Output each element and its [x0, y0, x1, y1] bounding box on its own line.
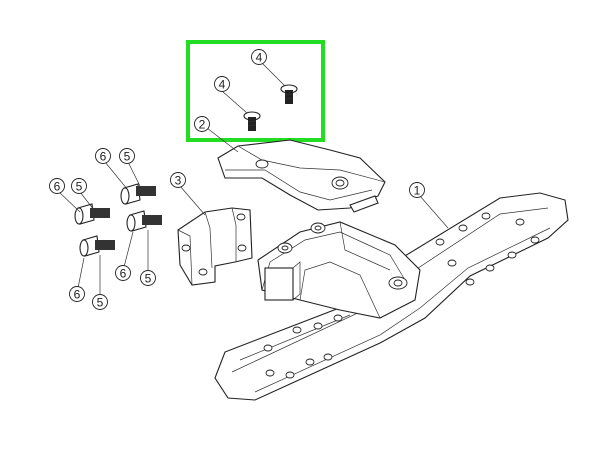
svg-text:6: 6 — [100, 150, 107, 164]
callout-6b: 6 — [49, 178, 65, 194]
callout-5a: 5 — [119, 148, 135, 164]
highlight-box — [186, 40, 325, 142]
part-3-bracket — [177, 207, 253, 286]
callout-4b: 4 — [251, 49, 267, 65]
svg-text:5: 5 — [124, 150, 131, 164]
part-2-cover — [217, 139, 386, 213]
svg-text:5: 5 — [145, 272, 152, 286]
svg-text:5: 5 — [97, 296, 104, 310]
callout-5c: 5 — [140, 270, 156, 286]
part-4-screw-a — [243, 111, 261, 131]
part-5-6-bolt-b — [74, 203, 110, 225]
callout-5d: 5 — [92, 294, 108, 310]
svg-text:4: 4 — [256, 51, 263, 65]
svg-text:5: 5 — [76, 180, 83, 194]
callout-2: 2 — [194, 116, 210, 132]
callout-4a: 4 — [214, 76, 230, 92]
callout-6c: 6 — [115, 265, 131, 281]
callout-6d: 6 — [69, 286, 85, 302]
svg-text:3: 3 — [175, 174, 182, 188]
callout-1: 1 — [409, 182, 425, 198]
svg-text:1: 1 — [414, 184, 421, 198]
part-1-base-plate — [214, 192, 569, 401]
part-5-6-bolt-d — [79, 235, 115, 257]
part-4-screw-b — [280, 84, 298, 104]
part-5-6-bolt-c — [126, 210, 162, 232]
svg-text:6: 6 — [120, 267, 127, 281]
leader-lines — [58, 62, 449, 296]
part-5-6-bolt-a — [120, 183, 156, 205]
svg-text:2: 2 — [199, 118, 206, 132]
callout-3: 3 — [170, 172, 186, 188]
svg-text:4: 4 — [219, 78, 226, 92]
svg-text:6: 6 — [74, 288, 81, 302]
callout-6a: 6 — [95, 148, 111, 164]
callout-5b: 5 — [71, 178, 87, 194]
svg-text:6: 6 — [54, 180, 61, 194]
